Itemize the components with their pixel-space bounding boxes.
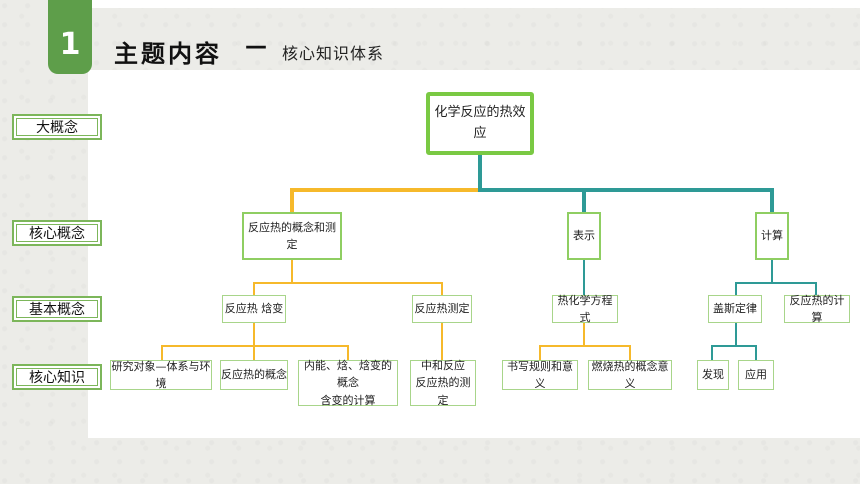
basic-node-heat-calculation: 反应热的计算 xyxy=(784,294,850,324)
knowledge-node-enthalpy-concepts: 内能、焓、焓变的概念 含变的计算 xyxy=(298,359,398,407)
basic-node-heat-measurement: 反应热测定 xyxy=(412,295,472,323)
knowledge-line-enthalpy: 内能、焓、焓变的概念 xyxy=(304,359,392,390)
connector-root-to-concepts-2-3 xyxy=(478,153,774,212)
basic-node-thermochemical-equation: 热化学方程式 xyxy=(552,294,618,324)
connector-basic4-to-knowledge xyxy=(711,322,757,360)
connector-root-to-concept1 xyxy=(290,153,482,212)
knowledge-line-neutralization: 中和反应 xyxy=(421,359,465,373)
connector-basic1-to-knowledge xyxy=(161,322,349,360)
connector-concept1-to-basics xyxy=(253,259,443,295)
knowledge-node-combustion-heat: 燃烧热的概念意义 xyxy=(588,360,672,390)
concept-node-expression: 表示 xyxy=(567,212,601,260)
top-strip xyxy=(88,0,860,8)
knowledge-node-neutralization: 中和反应 反应热的测定 xyxy=(410,359,476,407)
basic-node-hess-law: 盖斯定律 xyxy=(708,295,762,323)
knowledge-node-heat-concept: 反应热的概念 xyxy=(220,360,288,390)
row-label-big-concept: 大概念 xyxy=(12,114,102,140)
knowledge-node-application: 应用 xyxy=(738,360,774,390)
concept-node-calculation: 计算 xyxy=(755,212,789,260)
page-subtitle: 核心知识体系 xyxy=(282,44,385,63)
concept-node-reaction-heat: 反应热的概念和测定 xyxy=(242,212,342,260)
knowledge-node-writing-rules: 书写规则和意义 xyxy=(502,360,578,390)
knowledge-line-calculation: 含变的计算 xyxy=(320,393,376,407)
row-label-basic-concept: 基本概念 xyxy=(12,296,102,322)
knowledge-node-system-environment: 研究对象—体系与环境 xyxy=(110,359,212,390)
root-node: 化学反应的热效应 xyxy=(426,92,534,155)
basic-node-enthalpy-change: 反应热 焓变 xyxy=(222,295,286,323)
connector-concept3-to-basics xyxy=(735,259,817,295)
row-label-core-concept: 核心概念 xyxy=(12,220,102,246)
section-number-tab: 1 xyxy=(48,0,92,74)
title-dash: — xyxy=(245,34,267,59)
knowledge-line-heat-measurement: 反应热的测定 xyxy=(415,376,471,407)
row-label-core-knowledge: 核心知识 xyxy=(12,364,102,390)
knowledge-node-discovery: 发现 xyxy=(697,360,729,390)
section-number: 1 xyxy=(59,26,81,62)
connector-basic3-to-knowledge xyxy=(539,322,631,360)
page-title: 主题内容 xyxy=(114,40,222,68)
